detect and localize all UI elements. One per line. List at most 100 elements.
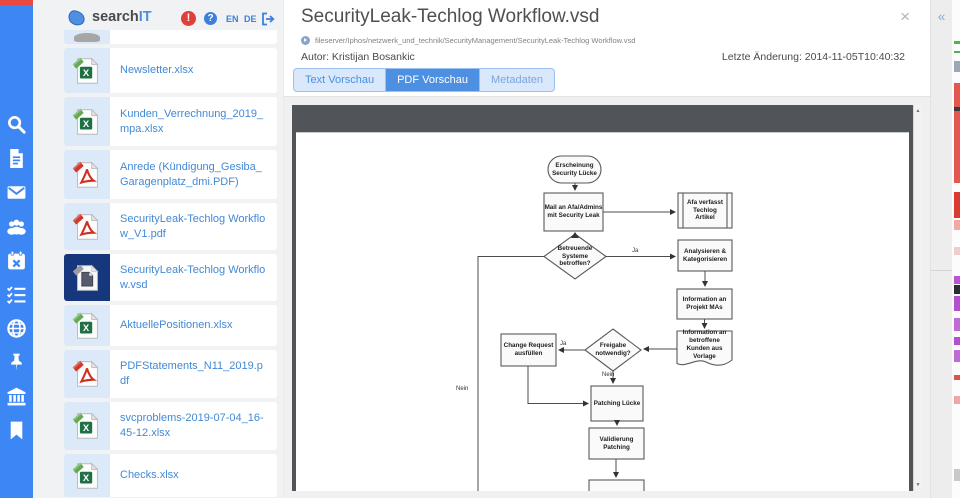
workflow-diagram: Erscheinung Security Lücke Mail an Afa/A… [296, 133, 909, 491]
file-name: AktuellePositionen.xlsx [110, 305, 277, 346]
sidebar-item-pinned[interactable] [6, 352, 27, 373]
sidebar-item-bookmarks[interactable] [6, 420, 27, 441]
minimap-mark [954, 247, 960, 255]
page-title: SecurityLeak-Techlog Workflow.vsd [301, 6, 600, 27]
expand-panel-icon[interactable]: « [937, 8, 946, 24]
pin-icon [11, 353, 22, 371]
document-icon [10, 149, 23, 168]
flow-node-mail: Mail an Afa/Admins mit Security Leak [544, 204, 603, 219]
file-path: fileserver/Iphos/netzwerk_und_technik/Se… [315, 36, 636, 45]
list-item[interactable]: X svcproblems-2019-07-04_16-45-12.xlsx [64, 402, 277, 450]
path-marker-icon [301, 36, 310, 45]
excel-file-icon: X [72, 462, 99, 489]
sidebar-item-documents[interactable] [6, 148, 27, 169]
tab-pdf-vorschau[interactable]: PDF Vorschau [386, 69, 481, 91]
right-collapsed-panel: « [930, 0, 952, 498]
svg-text:X: X [83, 473, 90, 484]
top-red-strip [0, 0, 33, 5]
minimap-mark [954, 337, 960, 345]
language-de-link[interactable]: DE [244, 14, 257, 24]
breadcrumb: fileserver/Iphos/netzwerk_und_technik/Se… [301, 36, 635, 45]
logout-icon[interactable] [261, 12, 275, 26]
flow-node-info-kunden: Information an betroffene Kunden aus Vor… [682, 329, 727, 360]
list-item[interactable]: X AktuellePositionen.xlsx [64, 305, 277, 346]
flow-node-start: Erscheinung Security Lücke [552, 161, 597, 177]
flow-node-betroffen: Betreuende Systeme betroffen? [557, 244, 593, 268]
edge-label-nein: Nein [456, 386, 469, 392]
list-item[interactable]: X Checks.xlsx [64, 454, 277, 497]
pdf-viewer: Erscheinung Security Lücke Mail an Afa/A… [292, 105, 922, 491]
minimap-mark [954, 41, 960, 44]
minimap-strip [952, 0, 960, 498]
app-title: searchIT [92, 9, 152, 25]
flow-node-techlog: Afa verfasst Techlog Artikel [686, 198, 724, 222]
minimap-mark [954, 318, 960, 331]
flow-node-change-request: Change Request ausfüllen [503, 342, 554, 357]
flow-node-validierung: Validierung Patching [599, 435, 634, 451]
author-label: Autor: Kristijan Bosankic [301, 51, 415, 63]
close-icon[interactable]: × [900, 7, 910, 26]
list-item[interactable]: SecurityLeak-Techlog Workflow_V1.pdf [64, 203, 277, 250]
sidebar-item-tasks[interactable] [6, 284, 27, 305]
mail-icon [7, 186, 26, 199]
scroll-down-icon[interactable]: ▼ [915, 482, 921, 488]
minimap-mark [954, 83, 960, 183]
flow-node-patching: Patching Lücke [593, 399, 641, 407]
file-name: PDFStatements_N11_2019.pdf [110, 350, 277, 398]
viewer-scrollbar[interactable]: ▲ ▼ [913, 105, 922, 491]
svg-text:X: X [83, 323, 90, 334]
minimap-mark [954, 375, 960, 380]
list-item-partial[interactable] [64, 30, 277, 44]
sidebar-item-mail[interactable] [6, 182, 27, 203]
list-item[interactable]: PDFStatements_N11_2019.pdf [64, 350, 277, 398]
minimap-mark [954, 220, 960, 230]
file-name: Newsletter.xlsx [110, 48, 277, 93]
sidebar-item-calendar[interactable] [6, 250, 27, 271]
viewer-toolbar [292, 105, 913, 132]
scroll-up-icon[interactable]: ▲ [915, 108, 921, 114]
vsd-file-icon [72, 264, 99, 291]
svg-text:X: X [83, 423, 90, 434]
file-name: Anrede (Kündigung_Gesiba_Garagenplatz_dm… [110, 150, 277, 199]
excel-file-icon: X [72, 108, 99, 135]
left-nav-sidebar [0, 0, 33, 498]
alert-icon[interactable]: ! [181, 11, 196, 26]
file-name: Kunden_Verrechnung_2019_mpa.xlsx [110, 97, 277, 146]
preview-area: Erscheinung Security Lücke Mail an Afa/A… [284, 96, 931, 498]
minimap-mark [954, 296, 960, 311]
tab-text-vorschau[interactable]: Text Vorschau [294, 69, 387, 91]
edge-label-ja: Ja [632, 248, 639, 254]
flow-node-freigabe: Freigabe notwendig? [595, 342, 631, 357]
sidebar-item-contacts[interactable] [6, 216, 27, 237]
app-logo-icon [68, 10, 85, 26]
list-item[interactable]: X Newsletter.xlsx [64, 48, 277, 93]
excel-file-icon: X [72, 57, 99, 84]
sidebar-item-web[interactable] [6, 318, 27, 339]
minimap-mark [954, 285, 960, 294]
document-detail-panel: SecurityLeak-Techlog Workflow.vsd × file… [283, 0, 931, 498]
search-icon [8, 116, 26, 134]
minimap-mark [954, 107, 960, 111]
preview-tabs: Text Vorschau PDF Vorschau Metadaten [293, 68, 555, 92]
list-item[interactable]: Anrede (Kündigung_Gesiba_Garagenplatz_dm… [64, 150, 277, 199]
minimap-mark [954, 396, 960, 404]
bookmark-icon [10, 421, 23, 440]
pdf-file-icon [72, 213, 99, 240]
list-item[interactable]: X Kunden_Verrechnung_2019_mpa.xlsx [64, 97, 277, 146]
edge-label-nein: Nein [602, 372, 615, 378]
minimap-mark [954, 469, 960, 481]
language-en-link[interactable]: EN [226, 14, 239, 24]
tab-metadaten[interactable]: Metadaten [491, 74, 543, 86]
sidebar-item-search[interactable] [6, 114, 27, 135]
file-list-panel: searchIT ! ? EN DE X Newsletter.xlsx X K… [33, 0, 283, 498]
flow-node-analysieren: Analysieren & Kategorisieren [682, 247, 728, 263]
sidebar-item-archive[interactable] [6, 386, 27, 407]
pdf-file-icon [72, 360, 99, 387]
flow-node-info-projekt: Information an Projekt MAs [682, 296, 727, 311]
svg-text:X: X [83, 68, 90, 79]
help-icon[interactable]: ? [204, 12, 217, 25]
globe-icon [7, 319, 26, 338]
list-item-selected[interactable]: SecurityLeak-Techlog Workflow.vsd [64, 254, 277, 301]
panel-divider [931, 270, 952, 271]
